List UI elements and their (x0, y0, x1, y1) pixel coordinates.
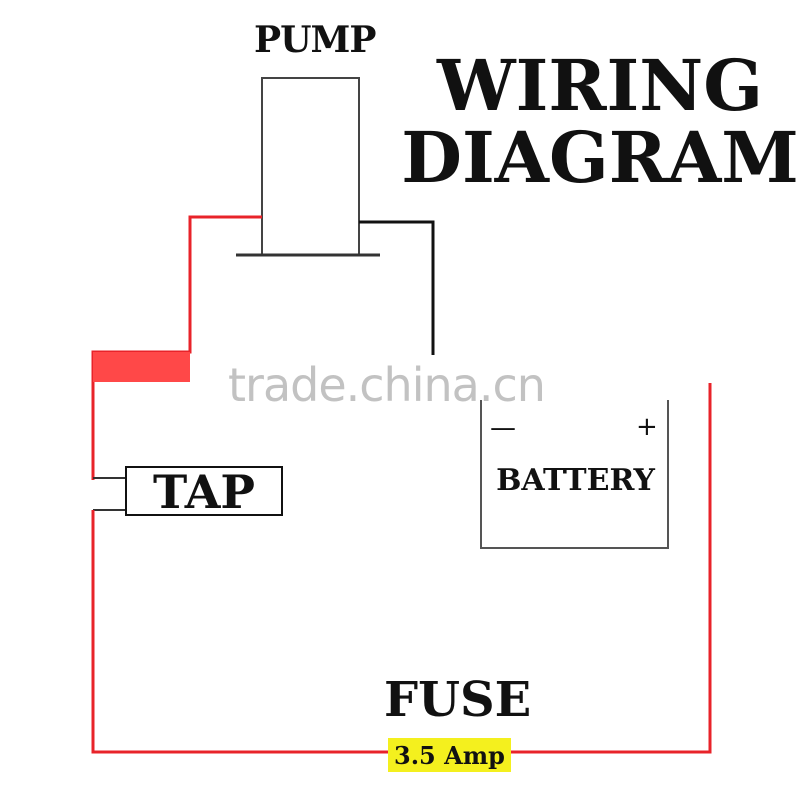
battery-negative-terminal: — (490, 413, 516, 443)
pump-body (261, 77, 360, 256)
battery-outline (480, 400, 669, 549)
watermark: trade.china.cn (228, 358, 546, 412)
tap-box (125, 466, 283, 516)
fuse-rating-badge: 3.5 Amp (388, 738, 511, 772)
tap-label: TAP (153, 465, 255, 519)
pump-label: PUMP (254, 19, 376, 61)
diagram-title: WIRING DIAGRAM (400, 50, 800, 194)
battery-positive-terminal: + (636, 412, 658, 442)
red-wire-thick-section (93, 352, 190, 382)
battery-label: BATTERY (496, 463, 655, 498)
title-line-1: WIRING (436, 44, 764, 127)
fuse-label: FUSE (384, 672, 532, 728)
black-wire-pump-to-battery (359, 220, 435, 355)
title-line-2: DIAGRAM (401, 116, 799, 199)
